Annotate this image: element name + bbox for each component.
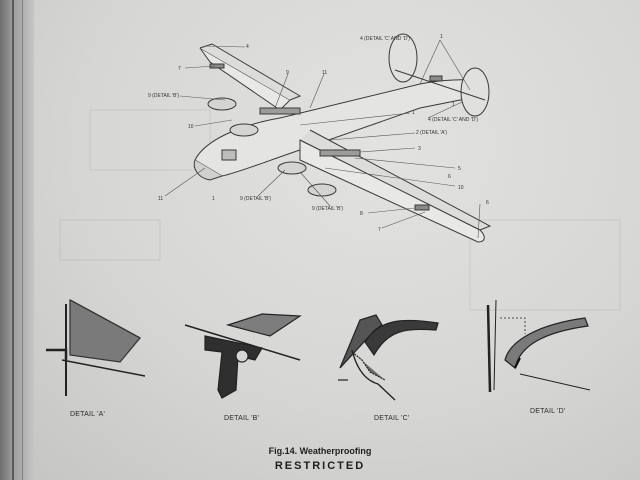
callout-9-detail-b-top: 9 (DETAIL 'B') [148,93,180,99]
bleed-through [59,109,621,311]
spine-edge-inner [22,0,23,480]
detail-a-label: DETAIL 'A' [70,411,106,418]
detail-d-label: DETAIL 'D' [530,408,566,415]
classification-marking: RESTRICTED [274,460,366,472]
callout-1-right: 1 [452,102,455,108]
book-spine [0,0,34,480]
callout-1-top: 1 [440,34,443,40]
detail-d-drawing [486,299,591,393]
callout-7-left: 7 [178,66,181,72]
callout-4-detail-c-d: 4 (DETAIL 'C' AND 'D') [360,36,410,42]
callout-2-detail-a: 2 (DETAIL 'A') [416,130,448,136]
callout-5: 5 [458,166,461,172]
callout-9-detail-b-low: 9 (DETAIL 'B') [240,196,272,202]
figure-caption: Fig.14. Weatherproofing [268,446,372,456]
callout-11-low: 11 [158,196,164,202]
detail-b-drawing [184,313,302,399]
aircraft-drawing [164,33,492,243]
callout-9-mid: 9 [286,70,289,76]
callout-4-top: 4 [246,44,249,50]
detail-c-drawing [338,314,439,401]
callout-11-top: 11 [322,70,328,76]
callout-7-low: 7 [378,227,381,233]
callout-3: 3 [418,146,421,152]
callout-4-right: 4 (DETAIL 'C' AND 'D') [428,117,478,123]
detail-c-label: DETAIL 'C' [374,415,410,422]
callout-6: 6 [448,174,451,180]
callout-9-detail-b-low2: 9 (DETAIL 'B') [312,206,344,212]
callout-1-low: 1 [212,196,215,202]
callout-10-left: 10 [188,124,194,130]
spine-edge [12,0,14,480]
callout-6-tip: 6 [486,200,489,206]
callout-10-right: 10 [458,185,464,191]
callout-1-mid: 1 [412,110,415,116]
callout-8: 8 [360,211,363,217]
detail-b-label: DETAIL 'B' [224,415,260,422]
detail-a-drawing [46,298,146,396]
